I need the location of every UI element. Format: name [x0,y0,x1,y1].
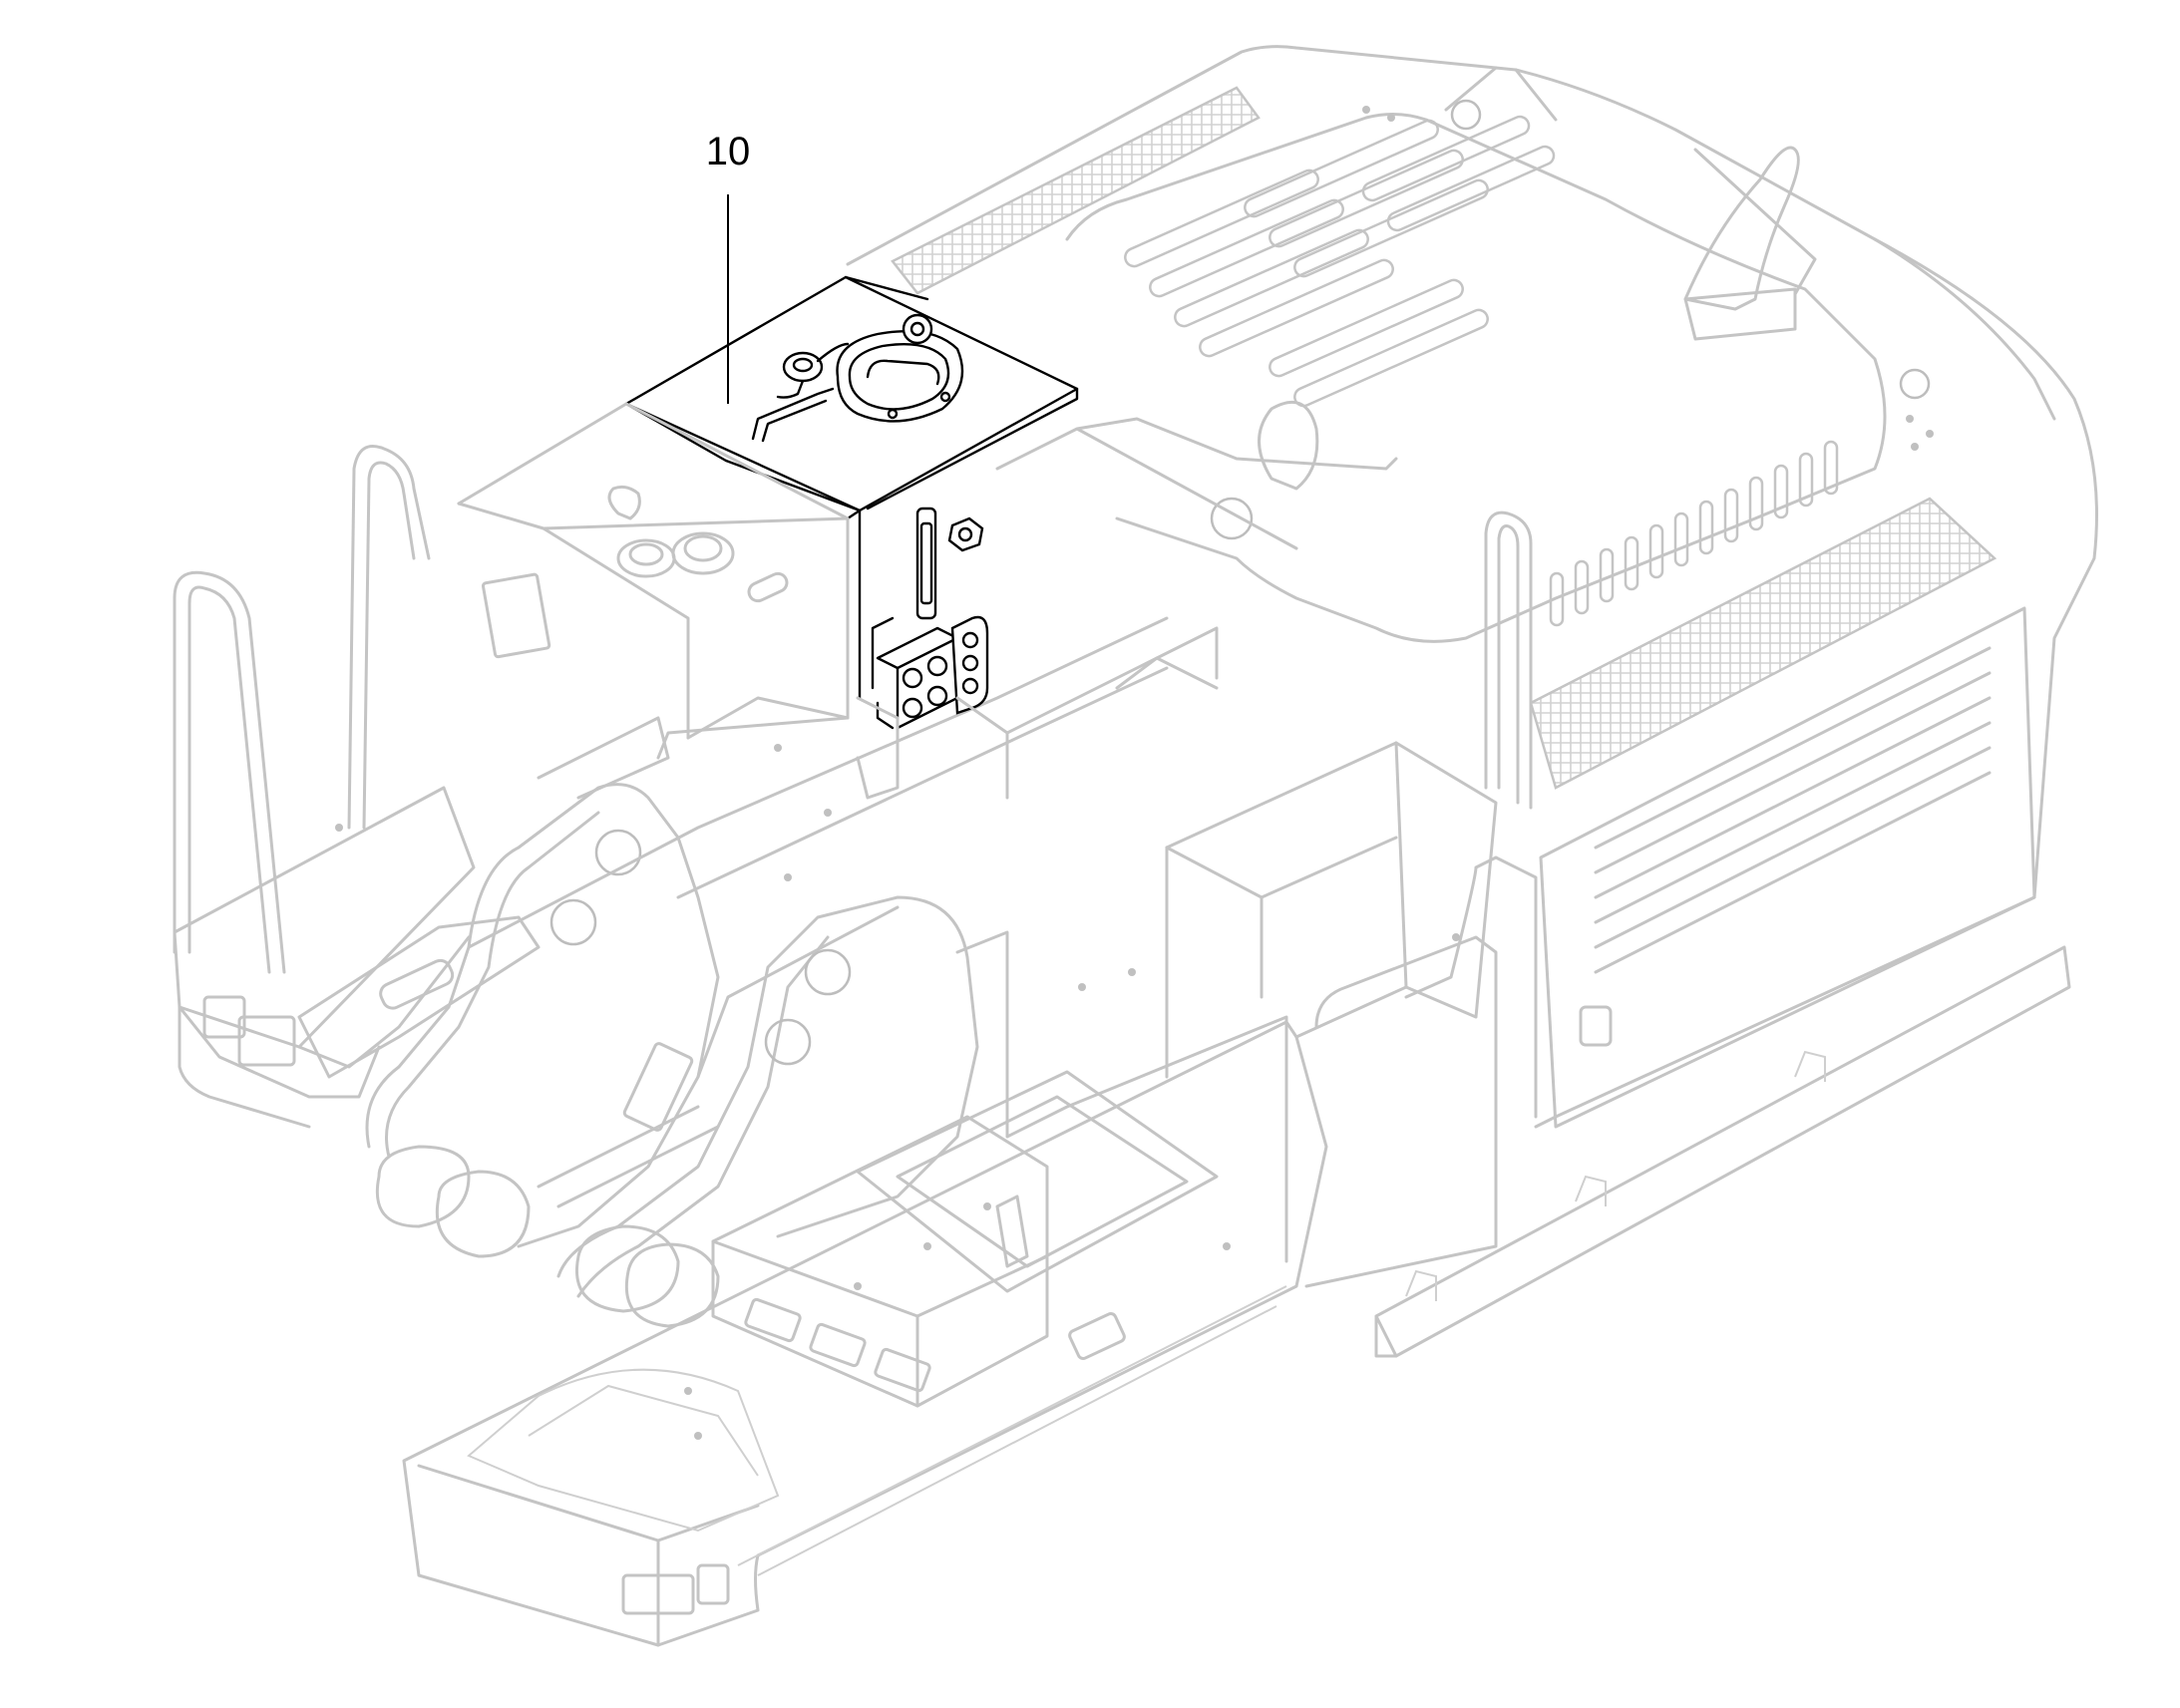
callout-number: 10 [706,130,751,173]
sight-gauge [915,507,937,620]
callout-10: 10 [706,130,751,404]
bottom-sill [1374,945,2071,1358]
exhaust-stack [1683,146,1800,311]
top-grille [891,86,1261,295]
right-handrail [1484,511,1533,810]
side-service-door [1539,606,2036,1129]
cab-mount-frame [955,930,1288,1263]
left-toolbox [173,786,476,1049]
ghost-bolts [335,106,1934,1440]
tank-body-ghost [457,402,1398,800]
control-unit-box [711,1115,1049,1408]
ghost-machine [173,45,2098,1647]
breather-cap [776,342,850,399]
engine-hood-outline [846,45,2098,1129]
inspection-cover [836,313,964,423]
side-grille [1529,497,1998,790]
hood-vent-slots [1124,115,1556,408]
rear-louvers [1549,440,1839,627]
valve-block [876,615,989,730]
front-platform [402,1020,1328,1647]
boom-foot-plates [365,783,979,1328]
left-handrails [173,445,431,974]
cab-floor-tray [856,1070,1219,1293]
hydraulic-tank-assembly [624,275,1079,730]
